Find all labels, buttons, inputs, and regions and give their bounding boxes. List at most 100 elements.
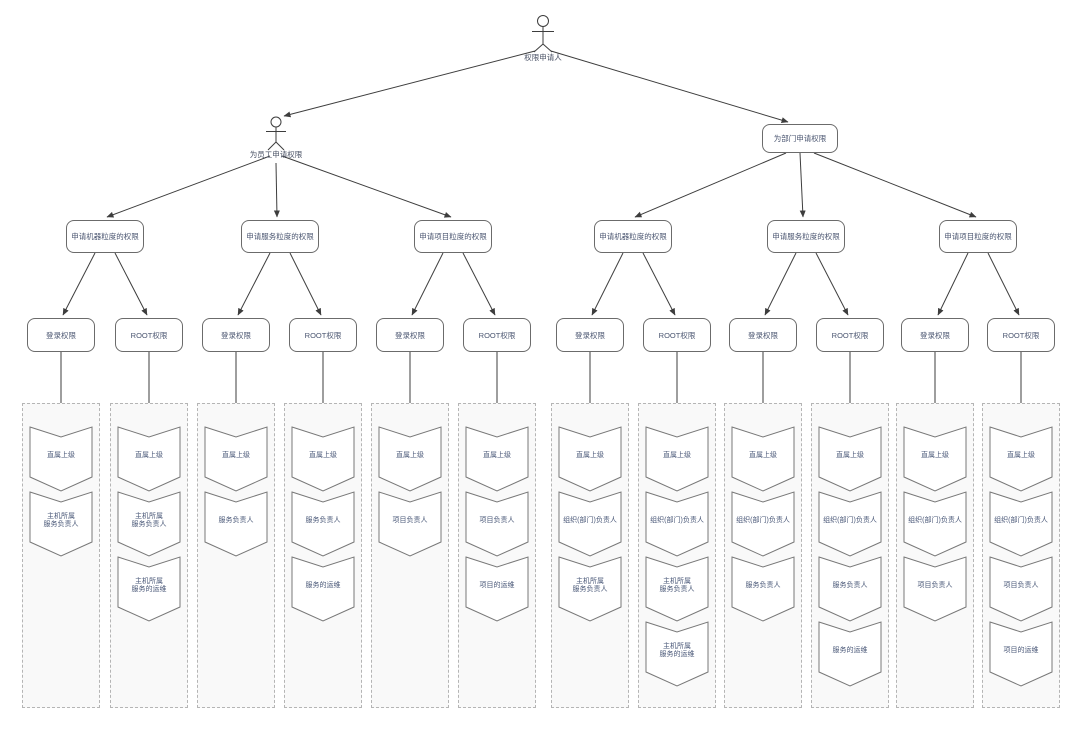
employee-branch-label: 为员工申请权限 xyxy=(249,150,303,159)
approval-step: 组织(部门)负责人 xyxy=(818,491,882,557)
approval-step: 直属上级 xyxy=(558,426,622,492)
permission-node-login: 登录权限 xyxy=(376,318,444,352)
chevron-shape xyxy=(903,426,967,492)
approval-step: 服务负责人 xyxy=(291,491,355,557)
approval-step: 组织(部门)负责人 xyxy=(731,491,795,557)
permission-node-root: ROOT权限 xyxy=(289,318,357,352)
approval-step: 主机所属 服务负责人 xyxy=(117,491,181,557)
chevron-shape xyxy=(818,491,882,557)
chevron-shape xyxy=(818,426,882,492)
approval-step: 直属上级 xyxy=(818,426,882,492)
permission-node-root: ROOT权限 xyxy=(115,318,183,352)
approval-step: 组织(部门)负责人 xyxy=(989,491,1053,557)
approval-step: 服务的运维 xyxy=(291,556,355,622)
granularity-node-service-dept: 申请服务粒度的权限 xyxy=(767,220,845,253)
approval-chain: 直属上级 服务负责人 xyxy=(197,403,275,708)
chevron-shape xyxy=(989,621,1053,687)
chevron-shape xyxy=(645,426,709,492)
chevron-shape xyxy=(291,491,355,557)
approval-step: 直属上级 xyxy=(29,426,93,492)
chevron-shape xyxy=(989,491,1053,557)
approval-step: 主机所属 服务负责人 xyxy=(645,556,709,622)
chevron-shape xyxy=(204,426,268,492)
approval-step: 组织(部门)负责人 xyxy=(645,491,709,557)
permission-node-login: 登录权限 xyxy=(27,318,95,352)
approval-chain: 直属上级 项目负责人 项目的运维 xyxy=(458,403,536,708)
granularity-node-machine-emp: 申请机器粒度的权限 xyxy=(66,220,144,253)
granularity-node-service-emp: 申请服务粒度的权限 xyxy=(241,220,319,253)
approval-step: 项目负责人 xyxy=(378,491,442,557)
permission-node-root: ROOT权限 xyxy=(987,318,1055,352)
chevron-shape xyxy=(465,491,529,557)
chevron-shape xyxy=(731,491,795,557)
approval-step: 服务负责人 xyxy=(818,556,882,622)
approval-chain: 直属上级 组织(部门)负责人 主机所属 服务负责人 xyxy=(551,403,629,708)
approval-chain: 直属上级 服务负责人 服务的运维 xyxy=(284,403,362,708)
chevron-shape xyxy=(378,426,442,492)
chevron-shape xyxy=(731,426,795,492)
approval-step: 项目负责人 xyxy=(989,556,1053,622)
approval-step: 直属上级 xyxy=(989,426,1053,492)
approval-chain: 直属上级 项目负责人 xyxy=(371,403,449,708)
chevron-shape xyxy=(731,556,795,622)
approval-step: 直属上级 xyxy=(378,426,442,492)
approval-step: 项目的运维 xyxy=(465,556,529,622)
chevron-shape xyxy=(204,491,268,557)
chevron-shape xyxy=(989,556,1053,622)
permission-node-root: ROOT权限 xyxy=(816,318,884,352)
chevron-shape xyxy=(645,556,709,622)
permission-node-login: 登录权限 xyxy=(556,318,624,352)
approval-step: 直属上级 xyxy=(204,426,268,492)
employee-branch-actor-icon xyxy=(266,116,286,151)
approval-step: 组织(部门)负责人 xyxy=(903,491,967,557)
approval-step: 主机所属 服务负责人 xyxy=(29,491,93,557)
approval-step: 项目负责人 xyxy=(903,556,967,622)
approval-chain: 直属上级 组织(部门)负责人 项目负责人 xyxy=(896,403,974,708)
chevron-shape xyxy=(645,491,709,557)
approval-step: 服务负责人 xyxy=(204,491,268,557)
permission-node-root: ROOT权限 xyxy=(643,318,711,352)
approval-step: 主机所属 服务的运维 xyxy=(645,621,709,687)
chevron-shape xyxy=(29,426,93,492)
approval-step: 主机所属 服务负责人 xyxy=(558,556,622,622)
approval-step: 直属上级 xyxy=(465,426,529,492)
approval-step: 直属上级 xyxy=(117,426,181,492)
permission-node-login: 登录权限 xyxy=(202,318,270,352)
approval-step: 直属上级 xyxy=(903,426,967,492)
chevron-shape xyxy=(558,556,622,622)
chevron-shape xyxy=(818,621,882,687)
chevron-shape xyxy=(818,556,882,622)
permission-node-login: 登录权限 xyxy=(729,318,797,352)
chevron-shape xyxy=(117,556,181,622)
permission-node-login: 登录权限 xyxy=(901,318,969,352)
chevron-shape xyxy=(558,426,622,492)
approval-step: 直属上级 xyxy=(291,426,355,492)
department-branch-node: 为部门申请权限 xyxy=(762,124,838,153)
chevron-shape xyxy=(903,556,967,622)
chevron-shape xyxy=(645,621,709,687)
approval-step: 直属上级 xyxy=(645,426,709,492)
approval-step: 服务的运维 xyxy=(818,621,882,687)
chevron-shape xyxy=(465,556,529,622)
approval-step: 服务负责人 xyxy=(731,556,795,622)
approval-chain: 直属上级 组织(部门)负责人 服务负责人 服务的运维 xyxy=(811,403,889,708)
approval-chain: 直属上级 主机所属 服务负责人 主机所属 服务的运维 xyxy=(110,403,188,708)
approval-chain: 直属上级 组织(部门)负责人 服务负责人 xyxy=(724,403,802,708)
chevron-shape xyxy=(291,426,355,492)
approval-step: 项目负责人 xyxy=(465,491,529,557)
chevron-shape xyxy=(117,426,181,492)
approval-step: 主机所属 服务的运维 xyxy=(117,556,181,622)
approval-chain: 直属上级 组织(部门)负责人 项目负责人 项目的运维 xyxy=(982,403,1060,708)
granularity-node-machine-dept: 申请机器粒度的权限 xyxy=(594,220,672,253)
approval-chain: 直属上级 组织(部门)负责人 主机所属 服务负责人 主机所属 服务的运维 xyxy=(638,403,716,708)
chevron-shape xyxy=(291,556,355,622)
approval-step: 直属上级 xyxy=(731,426,795,492)
chevron-shape xyxy=(903,491,967,557)
granularity-node-project-dept: 申请项目粒度的权限 xyxy=(939,220,1017,253)
granularity-node-project-emp: 申请项目粒度的权限 xyxy=(414,220,492,253)
approval-chain: 直属上级 主机所属 服务负责人 xyxy=(22,403,100,708)
approval-step: 项目的运维 xyxy=(989,621,1053,687)
chevron-shape xyxy=(558,491,622,557)
chevron-shape xyxy=(378,491,442,557)
